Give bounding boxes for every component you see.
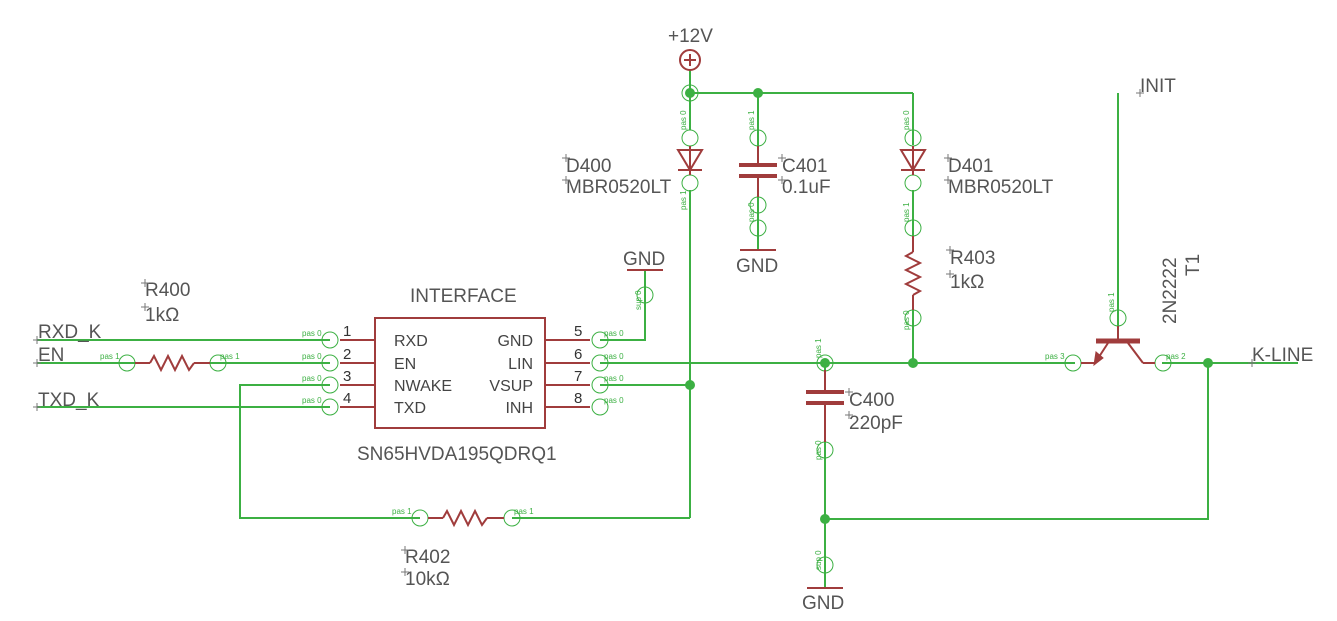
- ic-pin-number: 5: [574, 323, 582, 340]
- ic-pin-name: INH: [505, 400, 533, 417]
- junction-dot: [820, 514, 830, 524]
- ic-pin-number: 4: [343, 390, 351, 407]
- pin-tag: pas 1: [100, 352, 120, 361]
- ic-pin-name: NWAKE: [394, 378, 452, 395]
- pin-tag: pas 2: [1166, 352, 1186, 361]
- component-value: 1kΩ: [950, 272, 984, 293]
- pin-tag: pas 0: [814, 440, 823, 460]
- resistor-r402: R402 10kΩ: [405, 508, 504, 590]
- ic-pin-name: TXD: [394, 400, 426, 417]
- resistor-r400: R400 1kΩ: [135, 280, 210, 373]
- ic-pin-name: LIN: [508, 356, 533, 373]
- ic-body: [374, 317, 546, 429]
- pin-tag: pas 0: [604, 352, 624, 361]
- junctions: [685, 88, 1213, 524]
- ic-part-number: SN65HVDA195QDRQ1: [357, 444, 557, 465]
- component-ref: R402: [405, 547, 450, 568]
- junction-dot: [908, 358, 918, 368]
- pin-tag: sup 0: [634, 290, 643, 310]
- component-ref: C401: [782, 156, 827, 177]
- pin-tag: pas 1: [814, 338, 823, 358]
- pin-tag: pas 3: [1045, 352, 1065, 361]
- pin-tag: pas 0: [747, 202, 756, 222]
- component-ref: D400: [566, 156, 611, 177]
- ic-pin-name: VSUP: [489, 378, 533, 395]
- net-label-k-line: K-LINE: [1252, 345, 1313, 366]
- pin-tag: pas 1: [392, 507, 412, 516]
- pin-tag: pas 0: [679, 110, 688, 130]
- component-value: 220pF: [849, 413, 903, 434]
- component-value: 10kΩ: [405, 569, 450, 590]
- ic-pin-number: 7: [574, 368, 582, 385]
- pin-tag: pas 0: [902, 110, 911, 130]
- component-ref: C400: [849, 390, 894, 411]
- component-value: 2N2222: [1160, 257, 1181, 324]
- net-label-rxd-k: RXD_K: [38, 322, 102, 343]
- component-ref: R400: [145, 280, 190, 301]
- net-label-en: EN: [38, 345, 64, 366]
- gnd-ic: GND: [623, 249, 665, 271]
- diode-d401: D401 MBR0520LT: [899, 146, 1054, 198]
- net-label-init: INIT: [1140, 76, 1176, 97]
- ic-pin-name: RXD: [394, 333, 428, 350]
- pin-tag: pas 1: [514, 507, 534, 516]
- component-value: MBR0520LT: [948, 177, 1054, 198]
- ic-pin-name: EN: [394, 356, 416, 373]
- ic-name: INTERFACE: [410, 286, 517, 307]
- origin-marks: [33, 89, 1256, 576]
- ic-pin-number: 3: [343, 368, 351, 385]
- gnd-label: GND: [736, 256, 778, 277]
- transistor-t1: 2N2222 T1: [1081, 254, 1204, 367]
- junction-dot: [685, 380, 695, 390]
- ic-interface: INTERFACE SN65HVDA195QDRQ1 RXD EN NWAKE …: [340, 286, 590, 465]
- pin-tag: pas 1: [902, 202, 911, 222]
- pin-tag: pas 0: [302, 329, 322, 338]
- component-ref: D401: [948, 156, 993, 177]
- net-labels: RXD_K EN TXD_K K-LINE INIT: [38, 76, 1313, 411]
- net-label-txd-k: TXD_K: [38, 390, 100, 411]
- pin-tag: pas 1: [220, 352, 240, 361]
- pin-tag: pas 1: [747, 110, 756, 130]
- component-value: MBR0520LT: [566, 177, 672, 198]
- pin-tag: sup 0: [814, 550, 823, 570]
- component-value: 0.1uF: [782, 177, 831, 198]
- junction-dot: [1203, 358, 1213, 368]
- component-ref: R403: [950, 248, 995, 269]
- pin-tag: pas 0: [902, 310, 911, 330]
- ic-pin-number: 1: [343, 323, 351, 340]
- gnd-label: GND: [802, 593, 844, 614]
- pin-tag: pas 0: [604, 329, 624, 338]
- pin-tag: pas 0: [604, 396, 624, 405]
- component-value: 1kΩ: [145, 305, 179, 326]
- gnd-c400: GND: [802, 587, 844, 614]
- pin-tag: pas 0: [302, 352, 322, 361]
- pin-tags: pas 0 pas 0 pas 0 pas 0 pas 0 pas 0 pas …: [100, 110, 1186, 570]
- pin-tag: pas 0: [604, 374, 624, 383]
- diode-d400: D400 MBR0520LT: [566, 146, 704, 198]
- resistor-r403: R403 1kΩ: [903, 236, 995, 310]
- pin-tag: pas 0: [302, 374, 322, 383]
- capacitor-c400: C400 220pF: [806, 370, 903, 442]
- ic-pin-number: 6: [574, 346, 582, 363]
- pin-tag: pas 0: [302, 396, 322, 405]
- capacitor-c401: C401 0.1uF: [739, 146, 831, 198]
- supply-label: +12V: [668, 26, 713, 47]
- ic-pin-name: GND: [497, 333, 533, 350]
- supply-symbol: [679, 49, 701, 71]
- component-ref: T1: [1183, 254, 1204, 276]
- junction-dot: [820, 358, 830, 368]
- gnd-c401: GND: [736, 249, 778, 277]
- junction-dot: [685, 88, 695, 98]
- ic-pin-number: 2: [343, 346, 351, 363]
- ic-pin-number: 8: [574, 390, 582, 407]
- junction-dot: [753, 88, 763, 98]
- pin-tag: pas 1: [1107, 292, 1116, 312]
- pin-tag: pas 1: [679, 190, 688, 210]
- supply-12v: +12V: [668, 26, 713, 71]
- gnd-label: GND: [623, 249, 665, 270]
- wires: [37, 70, 1298, 588]
